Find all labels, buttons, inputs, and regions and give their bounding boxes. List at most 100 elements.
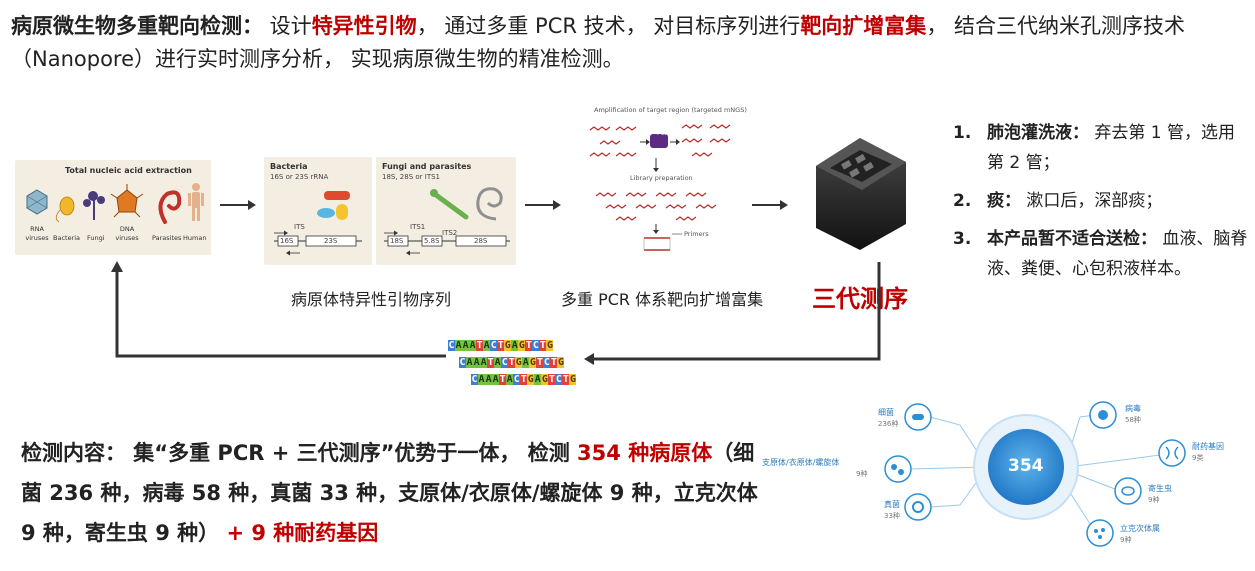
sequencing-caption: 三代测序 (812, 285, 908, 313)
rickettsia-category-icon (1086, 519, 1114, 547)
intro-text-2: ， 通过多重 PCR 技术， 对目标序列进行 (416, 14, 801, 38)
nucleotide-base: G (504, 340, 512, 351)
nucleotide-base: A (485, 374, 493, 385)
nucleotide-base: T (550, 357, 558, 368)
extraction-panel: Total nucleic acid extraction (15, 160, 211, 255)
organism-illustrations (26, 183, 204, 224)
nucleotide-base: A (506, 374, 514, 385)
fungi-illustration (384, 187, 510, 256)
note-item: 2. 痰： 漱口后，深部痰； (953, 186, 1248, 216)
nucleotide-base: A (466, 357, 474, 368)
nucleotide-base: A (534, 374, 542, 385)
nucleotide-base: A (469, 340, 477, 351)
library-label: Library preparation (630, 174, 693, 182)
wheel-item-count: 9种 (1120, 536, 1132, 544)
wheel-center-total: 354 (1008, 456, 1044, 476)
fungi-category-icon (904, 493, 932, 521)
flow-arrow-icon (525, 200, 561, 210)
nucleotide-base: T (525, 340, 533, 351)
amplification-title: Amplification of target region (targeted… (594, 106, 747, 114)
fungi-panel: Fungi and parasites 18S, 28S or ITS1 ITS… (376, 157, 516, 265)
nucleotide-base: T (487, 357, 495, 368)
organism-label: Parasites (152, 234, 182, 242)
nucleotide-base: G (515, 357, 523, 368)
organism-label: Bacteria (53, 234, 81, 242)
intro-text-1: 设计 (263, 14, 312, 38)
segment-18s: 18S (390, 237, 404, 245)
detection-highlight-count: 354 种病原体 (577, 441, 713, 465)
nucleotide-base: G (557, 357, 565, 368)
nucleotide-base: A (522, 357, 530, 368)
segment-28s: 28S (474, 237, 488, 245)
organism-label: RNA viruses (25, 225, 49, 242)
nucleotide-base: C (471, 374, 479, 385)
nucleotide-base: C (501, 357, 509, 368)
intro-text-3: ， 结合三代纳米孔测序技术（Nanopore）进行实时测序分析， 实现病原微生物… (11, 14, 1185, 71)
its-label: ITS (294, 223, 305, 231)
parasite-category-icon (1114, 477, 1142, 505)
wheel-item-label: 支原体/衣原体/螺旋体 (762, 458, 840, 467)
note-item: 1. 肺泡灌洗液： 弃去第 1 管，选用第 2 管； (953, 118, 1248, 178)
wheel-item-label: 耐药基因 (1192, 442, 1224, 451)
nucleotide-base: G (529, 357, 537, 368)
flow-arrow-icon (752, 200, 788, 210)
note-text: 漱口后，深部痰； (1021, 191, 1163, 211)
note-label: 痰： (987, 191, 1021, 211)
bacteria-title: Bacteria (270, 162, 308, 171)
note-number: 2. (953, 191, 972, 211)
bacteria-panel: Bacteria 16S or 23S rRNA ITS 16S 23S (264, 157, 372, 265)
pcr-label: PCR (657, 130, 669, 137)
parasite-icon (158, 190, 182, 224)
fungi-icon (83, 191, 105, 220)
wheel-item-count: 58种 (1125, 416, 1141, 424)
fungi-title: Fungi and parasites (382, 162, 472, 171)
nucleotide-base: G (518, 340, 526, 351)
nanopore-sequencer-icon (816, 138, 906, 250)
organism-label: Fungi (87, 234, 105, 242)
note-number: 3. (953, 229, 972, 249)
note-text: 血液、脑脊液、粪便、心包积液样本。 (987, 229, 1248, 279)
nucleotide-base: A (511, 340, 519, 351)
note-label: 肺泡灌洗液： (987, 123, 1089, 143)
nucleotide-base: C (490, 340, 498, 351)
bacteria-category-icon (904, 403, 932, 431)
mycoplasma-category-icon (884, 455, 912, 483)
nucleotide-base: T (520, 374, 528, 385)
nucleotide-base: A (492, 374, 500, 385)
dna-virus-icon (110, 184, 144, 218)
intro-highlight-primer: 特异性引物 (311, 14, 417, 38)
wheel-item-count: 9类 (1192, 454, 1204, 462)
nucleotide-base: C (543, 357, 551, 368)
wheel-item-count: 9种 (1148, 496, 1160, 504)
nucleotide-base: C (532, 340, 540, 351)
nucleotide-base: A (483, 340, 491, 351)
segment-16s: 16S (280, 237, 294, 245)
nucleotide-base: G (569, 374, 577, 385)
nucleotide-base: T (499, 374, 507, 385)
nucleotide-base: A (480, 357, 488, 368)
nucleotide-base: C (555, 374, 563, 385)
segment-23s: 23S (324, 237, 338, 245)
nucleotide-base: A (462, 340, 470, 351)
primers-label: Primers (684, 230, 709, 238)
nucleotide-base: A (455, 340, 463, 351)
nucleotide-base: A (473, 357, 481, 368)
detection-highlight-resistance: + 9 种耐药基因 (219, 521, 379, 545)
amplification-illustration (589, 124, 731, 251)
intro-lead: 病原微生物多重靶向检测： (11, 14, 263, 38)
nucleotide-base: T (539, 340, 547, 351)
wheel-item-label: 立克次体属 (1120, 524, 1160, 533)
bacteria-subtitle: 16S or 23S rRNA (270, 173, 329, 181)
note-number: 1. (953, 123, 972, 143)
nucleotide-base: G (527, 374, 535, 385)
wheel-item-label: 真菌 (884, 500, 900, 509)
intro-paragraph: 病原微生物多重靶向检测： 设计特异性引物， 通过多重 PCR 技术， 对目标序列… (11, 10, 1246, 76)
nucleotide-base: G (546, 340, 554, 351)
wheel-item-count: 9种 (856, 470, 868, 478)
its2-label: ITS2 (442, 229, 458, 237)
bacteria-illustration (274, 191, 362, 256)
fungi-subtitle: 18S, 28S or ITS1 (382, 173, 440, 181)
nucleotide-base: T (497, 340, 505, 351)
primer-caption: 病原体特异性引物序列 (291, 290, 452, 309)
note-text: 弃去第 1 管，选用第 2 管； (987, 123, 1236, 173)
